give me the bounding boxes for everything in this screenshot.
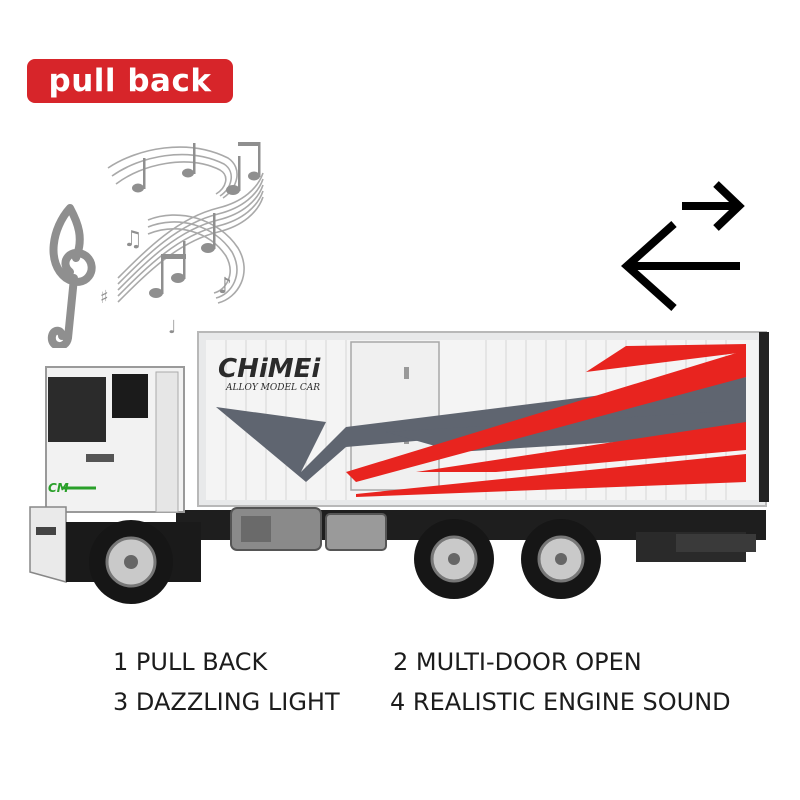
svg-text:♪: ♪ bbox=[218, 274, 232, 299]
wheel-rear-2 bbox=[521, 519, 601, 599]
wheel-front bbox=[89, 520, 173, 604]
feature-dazzling-light: 3 DAZZLING LIGHT bbox=[113, 688, 340, 716]
feature-multi-door-open: 2 MULTI-DOOR OPEN bbox=[393, 648, 642, 676]
truck-brand: CHiMEi bbox=[218, 354, 321, 384]
music-notes-icon: ♪ ♫ ♩ ♯ bbox=[47, 142, 264, 348]
svg-text:♯: ♯ bbox=[100, 287, 109, 308]
feature-realistic-engine-sound: 4 REALISTIC ENGINE SOUND bbox=[390, 688, 731, 716]
pull-back-badge: pull back bbox=[27, 59, 233, 103]
svg-text:♩: ♩ bbox=[168, 317, 177, 338]
truck-subtitle: ALLOY MODEL CAR bbox=[225, 383, 320, 393]
wheel-rear-1 bbox=[414, 519, 494, 599]
svg-text:♫: ♫ bbox=[123, 227, 143, 252]
feature-pull-back: 1 PULL BACK bbox=[113, 648, 268, 676]
truck-image: CHiMEi ALLOY MODEL CAR CM bbox=[29, 331, 769, 604]
pull-back-arrows-icon bbox=[620, 181, 745, 311]
cab-logo: CM bbox=[48, 481, 69, 495]
